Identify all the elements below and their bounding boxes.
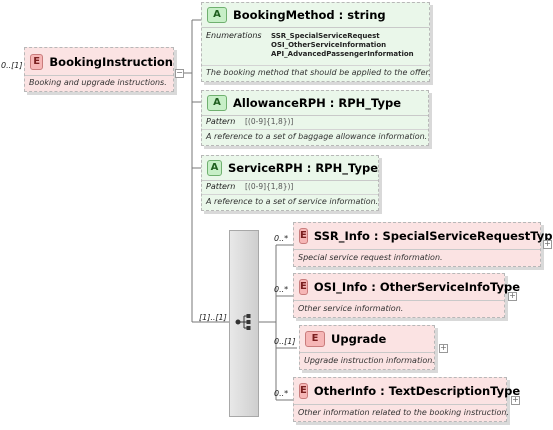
facet-label: Pattern: [206, 117, 236, 126]
child-doc: Other service information.: [298, 304, 404, 313]
child-cardinality: 0..*: [274, 285, 289, 294]
attribute-header: A ServiceRPH : RPH_Type: [202, 156, 378, 181]
plus-icon[interactable]: +: [543, 239, 552, 249]
facet-value: [(0-9]{1,8})]: [245, 117, 294, 126]
attribute-title: ServiceRPH : RPH_Type: [228, 161, 378, 175]
element-badge: E: [299, 279, 308, 295]
sequence-icon: [235, 314, 251, 330]
plus-icon[interactable]: +: [439, 343, 448, 353]
enumerations-facet: Enumerations SSR_SpecialServiceRequest O…: [202, 27, 429, 66]
root-element-header: E BookingInstruction: [25, 48, 173, 76]
attribute-header: A AllowanceRPH : RPH_Type: [202, 91, 428, 116]
minus-icon[interactable]: −: [175, 68, 184, 78]
root-element-box[interactable]: E BookingInstruction Booking and upgrade…: [24, 47, 174, 92]
attribute-title: AllowanceRPH : RPH_Type: [233, 96, 402, 110]
facet-value: [(0-9]{1,8})]: [245, 182, 294, 191]
element-badge: E: [30, 53, 44, 70]
child-ssr-info[interactable]: E SSR_Info : SpecialServiceRequestType S…: [293, 222, 553, 267]
child-header: E OSI_Info : OtherServiceInfoType: [294, 274, 520, 301]
attribute-badge: A: [207, 7, 227, 23]
element-badge: E: [299, 383, 308, 399]
attribute-badge: A: [207, 160, 222, 176]
pattern-facet: Pattern [(0-9]{1,8})]: [202, 180, 378, 195]
facet-label: Enumerations: [206, 31, 262, 40]
facet-value: API_AdvancedPassengerInformation: [271, 50, 414, 58]
attribute-allowance-rph[interactable]: A AllowanceRPH : RPH_Type Pattern [(0-9]…: [201, 90, 429, 146]
child-doc: Upgrade instruction information.: [304, 356, 435, 365]
attribute-badge: A: [207, 95, 227, 111]
attribute-doc: A reference to a set of baggage allowanc…: [206, 132, 428, 141]
child-cardinality: 0..*: [274, 389, 289, 398]
plus-icon[interactable]: +: [508, 291, 517, 301]
element-badge: E: [299, 228, 308, 244]
attribute-doc: The booking method that should be applie…: [206, 68, 431, 77]
element-badge: E: [305, 331, 325, 347]
child-doc: Special service request information.: [298, 253, 443, 262]
child-title: OSI_Info : OtherServiceInfoType: [313, 280, 521, 294]
child-title: Upgrade: [331, 332, 387, 346]
attribute-doc: A reference to a set of service informat…: [206, 197, 379, 206]
attribute-title: BookingMethod : string: [233, 8, 386, 22]
child-title: SSR_Info : SpecialServiceRequestType: [313, 229, 553, 243]
attribute-booking-method[interactable]: A BookingMethod : string Enumerations SS…: [201, 2, 431, 82]
facet-label: Pattern: [206, 182, 236, 191]
child-doc: Other information related to the booking…: [298, 408, 510, 417]
pattern-facet: Pattern [(0-9]{1,8})]: [202, 115, 428, 130]
child-other-info[interactable]: E OtherInfo : TextDescriptionType Other …: [293, 377, 520, 422]
root-element-doc: Booking and upgrade instructions.: [29, 78, 167, 87]
child-title: OtherInfo : TextDescriptionType: [313, 384, 521, 398]
root-element-title: BookingInstruction: [49, 54, 173, 69]
attribute-header: A BookingMethod : string: [202, 3, 429, 28]
facet-value: SSR_SpecialServiceRequest: [271, 32, 380, 40]
plus-icon[interactable]: +: [511, 395, 520, 405]
child-header: E Upgrade: [300, 326, 434, 353]
child-upgrade[interactable]: E Upgrade Upgrade instruction informatio…: [299, 325, 435, 370]
child-cardinality: 0..*: [274, 234, 289, 243]
child-osi-info[interactable]: E OSI_Info : OtherServiceInfoType Other …: [293, 273, 520, 318]
root-cardinality: 0..[1]: [1, 61, 23, 70]
child-header: E OtherInfo : TextDescriptionType: [294, 378, 520, 405]
child-cardinality: 0..[1]: [274, 337, 296, 346]
facet-value: OSI_OtherServiceInformation: [271, 41, 387, 49]
sequence-cardinality: [1]..[1]: [199, 313, 227, 322]
attribute-service-rph[interactable]: A ServiceRPH : RPH_Type Pattern [(0-9]{1…: [201, 155, 379, 211]
child-header: E SSR_Info : SpecialServiceRequestType: [294, 223, 553, 250]
